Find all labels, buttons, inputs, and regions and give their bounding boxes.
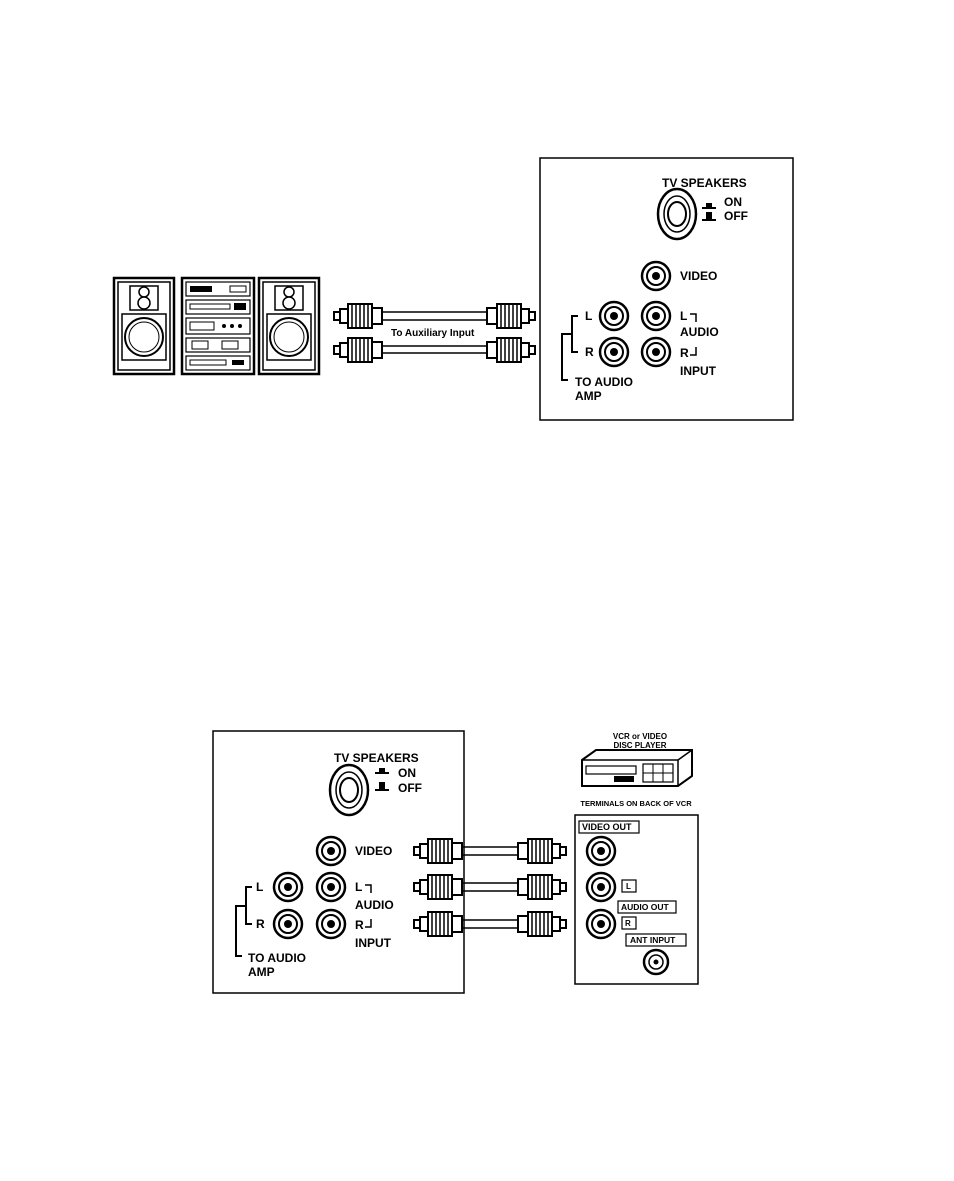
amp-l-label-2: L bbox=[256, 880, 263, 894]
audio-in-l-jack-2[interactable] bbox=[317, 873, 345, 901]
vcr-title-2: DISC PLAYER bbox=[613, 741, 666, 750]
amp-out-r-jack-2[interactable] bbox=[274, 910, 302, 938]
amp-r-label: R bbox=[585, 345, 594, 359]
vcr-audio-out-l-jack[interactable] bbox=[587, 873, 615, 901]
video-out-label: VIDEO OUT bbox=[582, 822, 632, 832]
vcr-r-label: R bbox=[625, 919, 631, 928]
audio-in-r-jack-2[interactable] bbox=[317, 910, 345, 938]
to-audio-label: TO AUDIO bbox=[575, 375, 633, 389]
vcr-audio-out-r-jack[interactable] bbox=[587, 910, 615, 938]
diagram-vcr-connection: TV SPEAKERS ON OFF VIDEO L R TO AUDIO AM… bbox=[213, 731, 698, 993]
stereo-system-icon bbox=[114, 278, 319, 374]
vcr-terminals-label: TERMINALS ON BACK OF VCR bbox=[580, 799, 692, 808]
speaker-switch-icon[interactable] bbox=[658, 189, 696, 239]
ant-input-jack[interactable] bbox=[644, 950, 668, 974]
amp-label-2: AMP bbox=[248, 965, 275, 979]
audio-in-l-jack[interactable] bbox=[642, 302, 670, 330]
audio-in-r-jack[interactable] bbox=[642, 338, 670, 366]
speaker-switch-icon-2[interactable] bbox=[330, 765, 368, 815]
ant-input-label: ANT INPUT bbox=[630, 935, 676, 945]
audio-l-label-2: L bbox=[355, 880, 362, 894]
input-label: INPUT bbox=[680, 364, 717, 378]
switch-off-label: OFF bbox=[724, 209, 748, 223]
amp-r-label-2: R bbox=[256, 917, 265, 931]
diagram-audio-amp-connection: To Auxiliary Input TV SPEAKERS ON OFF VI… bbox=[114, 158, 793, 420]
audio-out-label: AUDIO OUT bbox=[621, 902, 670, 912]
video-input-jack[interactable] bbox=[642, 262, 670, 290]
input-label-2: INPUT bbox=[355, 936, 392, 950]
audio-label-2: AUDIO bbox=[355, 898, 394, 912]
video-label: VIDEO bbox=[680, 269, 717, 283]
vcr-l-label: L bbox=[626, 882, 631, 891]
audio-r-label: R bbox=[680, 346, 689, 360]
to-audio-label-2: TO AUDIO bbox=[248, 951, 306, 965]
amp-out-r-jack[interactable] bbox=[600, 338, 628, 366]
amp-out-l-jack[interactable] bbox=[600, 302, 628, 330]
av-cables bbox=[414, 839, 566, 936]
video-input-jack-2[interactable] bbox=[317, 837, 345, 865]
amp-out-l-jack-2[interactable] bbox=[274, 873, 302, 901]
switch-on-label: ON bbox=[724, 195, 742, 209]
vcr-icon bbox=[582, 750, 692, 786]
vcr-video-out-jack[interactable] bbox=[587, 837, 615, 865]
audio-l-label: L bbox=[680, 309, 687, 323]
video-label-2: VIDEO bbox=[355, 844, 392, 858]
amp-label: AMP bbox=[575, 389, 602, 403]
audio-r-label-2: R bbox=[355, 918, 364, 932]
switch-on-label-2: ON bbox=[398, 766, 416, 780]
audio-label: AUDIO bbox=[680, 325, 719, 339]
tv-speakers-label-2: TV SPEAKERS bbox=[334, 751, 419, 765]
cable-label: To Auxiliary Input bbox=[391, 328, 475, 339]
switch-off-label-2: OFF bbox=[398, 781, 422, 795]
amp-l-label: L bbox=[585, 309, 592, 323]
vcr-title-1: VCR or VIDEO bbox=[613, 732, 667, 741]
